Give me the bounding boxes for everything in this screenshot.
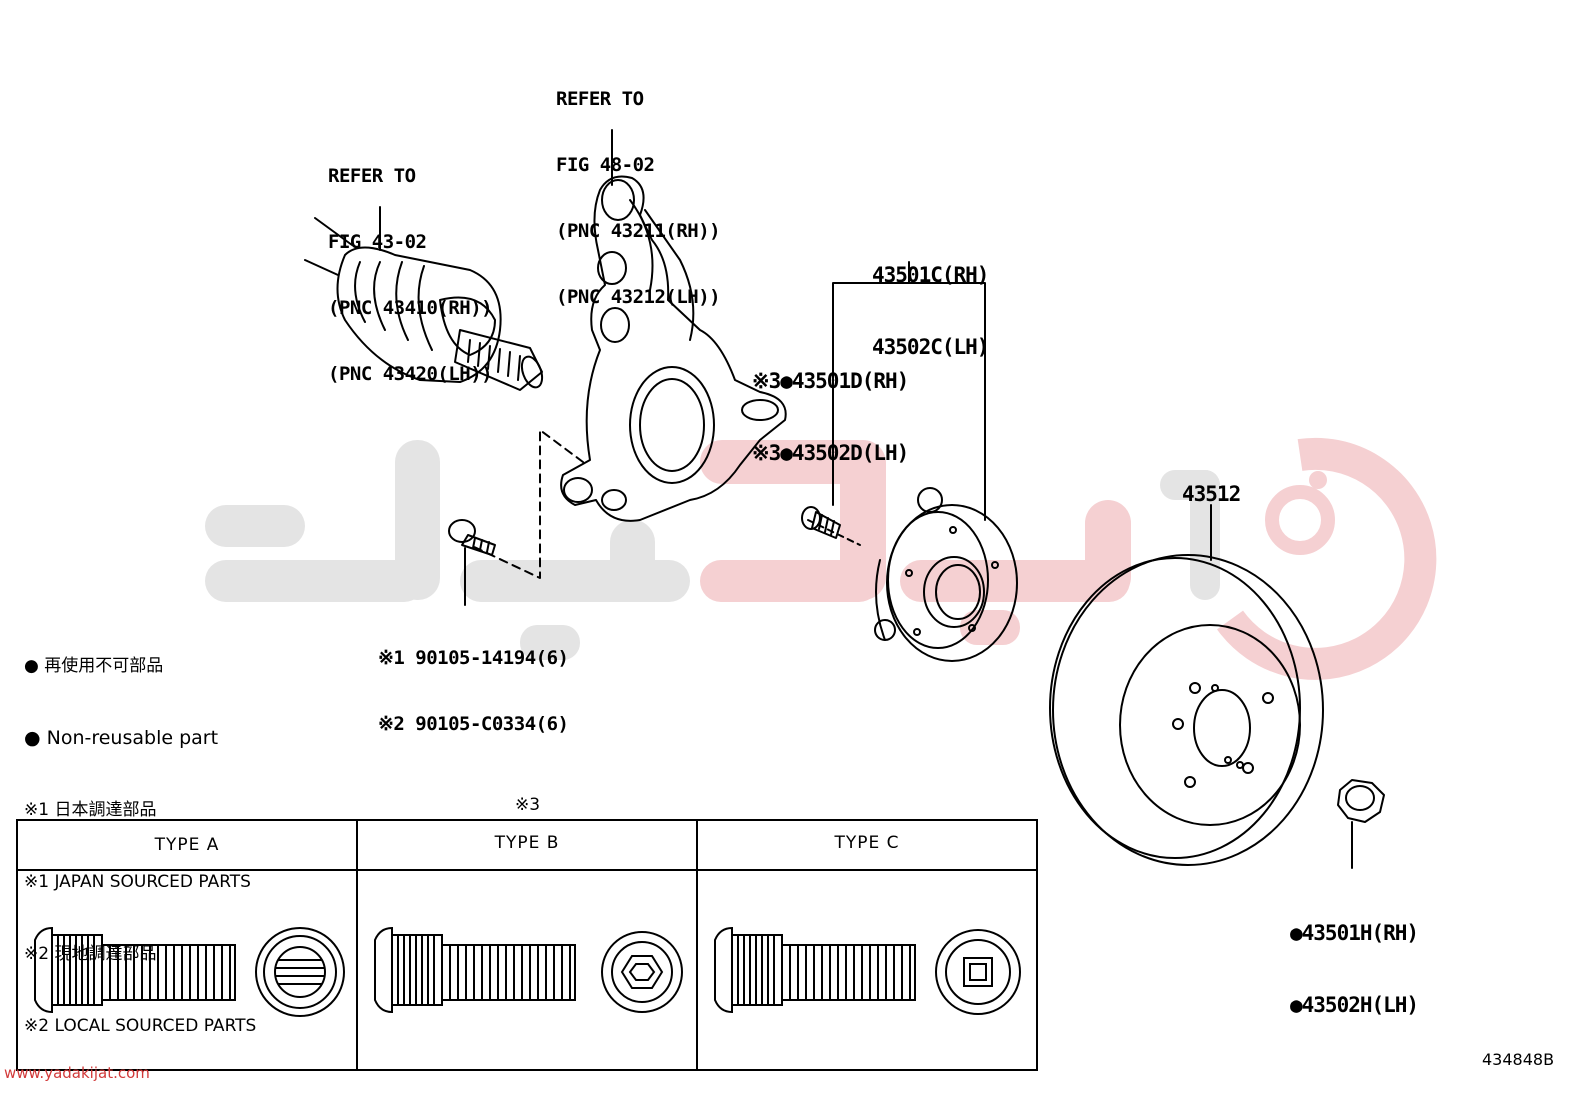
watermark-url[interactable]: www.yadakijat.com <box>4 1064 150 1082</box>
stud-type-c <box>714 926 1021 1015</box>
callout-line: ※3●43502D(LH) <box>752 441 909 465</box>
figure-number: 434848B <box>1482 1050 1555 1069</box>
callout-line: 43502C(LH) <box>872 335 989 359</box>
callout-line: FIG 43-02 <box>328 231 427 253</box>
stud-types <box>34 926 1021 1017</box>
legend-item: ● Non-reusable part <box>24 727 219 749</box>
callout-line: ※2 90105-C0334(6) <box>378 713 569 735</box>
callout-line: 43501C(RH) <box>872 263 989 287</box>
hub-nut <box>1337 779 1385 823</box>
callout-line: ●43502H(LH) <box>1290 993 1419 1017</box>
callout-line: REFER TO <box>328 165 416 187</box>
hub-bearing <box>874 487 1018 662</box>
legend-item: ※1 日本調達部品 <box>24 800 157 820</box>
bolt-callout: ※1 90105-14194(6) ※2 90105-C0334(6) <box>378 603 569 757</box>
type-b-header: TYPE B <box>494 833 560 853</box>
type-a-header: TYPE A <box>154 835 220 855</box>
legend: ● 再使用不可部品 ● Non-reusable part ※1 日本調達部品 … <box>24 606 256 1062</box>
type-table-note: ※3 <box>515 795 541 815</box>
steering-knuckle <box>560 175 787 522</box>
callout-line: (PNC 43212(LH)) <box>556 286 721 308</box>
legend-item: ※1 JAPAN SOURCED PARTS <box>24 872 251 892</box>
alignment-dashes <box>469 429 584 579</box>
knuckle-callout: REFER TO FIG 48-02 (PNC 43211(RH)) (PNC … <box>556 44 721 330</box>
callout-line: (PNC 43211(RH)) <box>556 220 721 242</box>
callout-line: (PNC 43420(LH)) <box>328 363 493 385</box>
legend-item: ● 再使用不可部品 <box>24 656 164 676</box>
callout-line: REFER TO <box>556 88 644 110</box>
callout-line: FIG 48-02 <box>556 154 655 176</box>
brake-disc <box>1049 554 1324 866</box>
callout-line: ●43501H(RH) <box>1290 921 1419 945</box>
legend-item: ※2 LOCAL SOURCED PARTS <box>24 1016 257 1036</box>
nut-callout: ●43501H(RH) ●43502H(LH) <box>1290 873 1419 1041</box>
legend-item: ※2 現地調達部品 <box>24 944 157 964</box>
hub-callout: 43501C(RH) 43502C(LH) <box>872 215 989 383</box>
callout-line: ※1 90105-14194(6) <box>378 647 569 669</box>
callout-line: ※3●43501D(RH) <box>752 369 909 393</box>
type-c-header: TYPE C <box>834 833 900 853</box>
shaft-callout: REFER TO FIG 43-02 (PNC 43410(RH)) (PNC … <box>328 121 493 407</box>
drive-shaft <box>304 217 544 391</box>
knuckle-bolt <box>448 519 496 556</box>
callout-line: (PNC 43410(RH)) <box>328 297 493 319</box>
disc-callout: 43512 <box>1182 482 1241 506</box>
stud-type-b <box>374 926 683 1014</box>
hub-stud <box>801 506 841 539</box>
stud-type-a <box>34 926 345 1017</box>
type-table <box>16 819 1038 1071</box>
stud-callout: ※3●43501D(RH) ※3●43502D(LH) <box>752 321 909 489</box>
